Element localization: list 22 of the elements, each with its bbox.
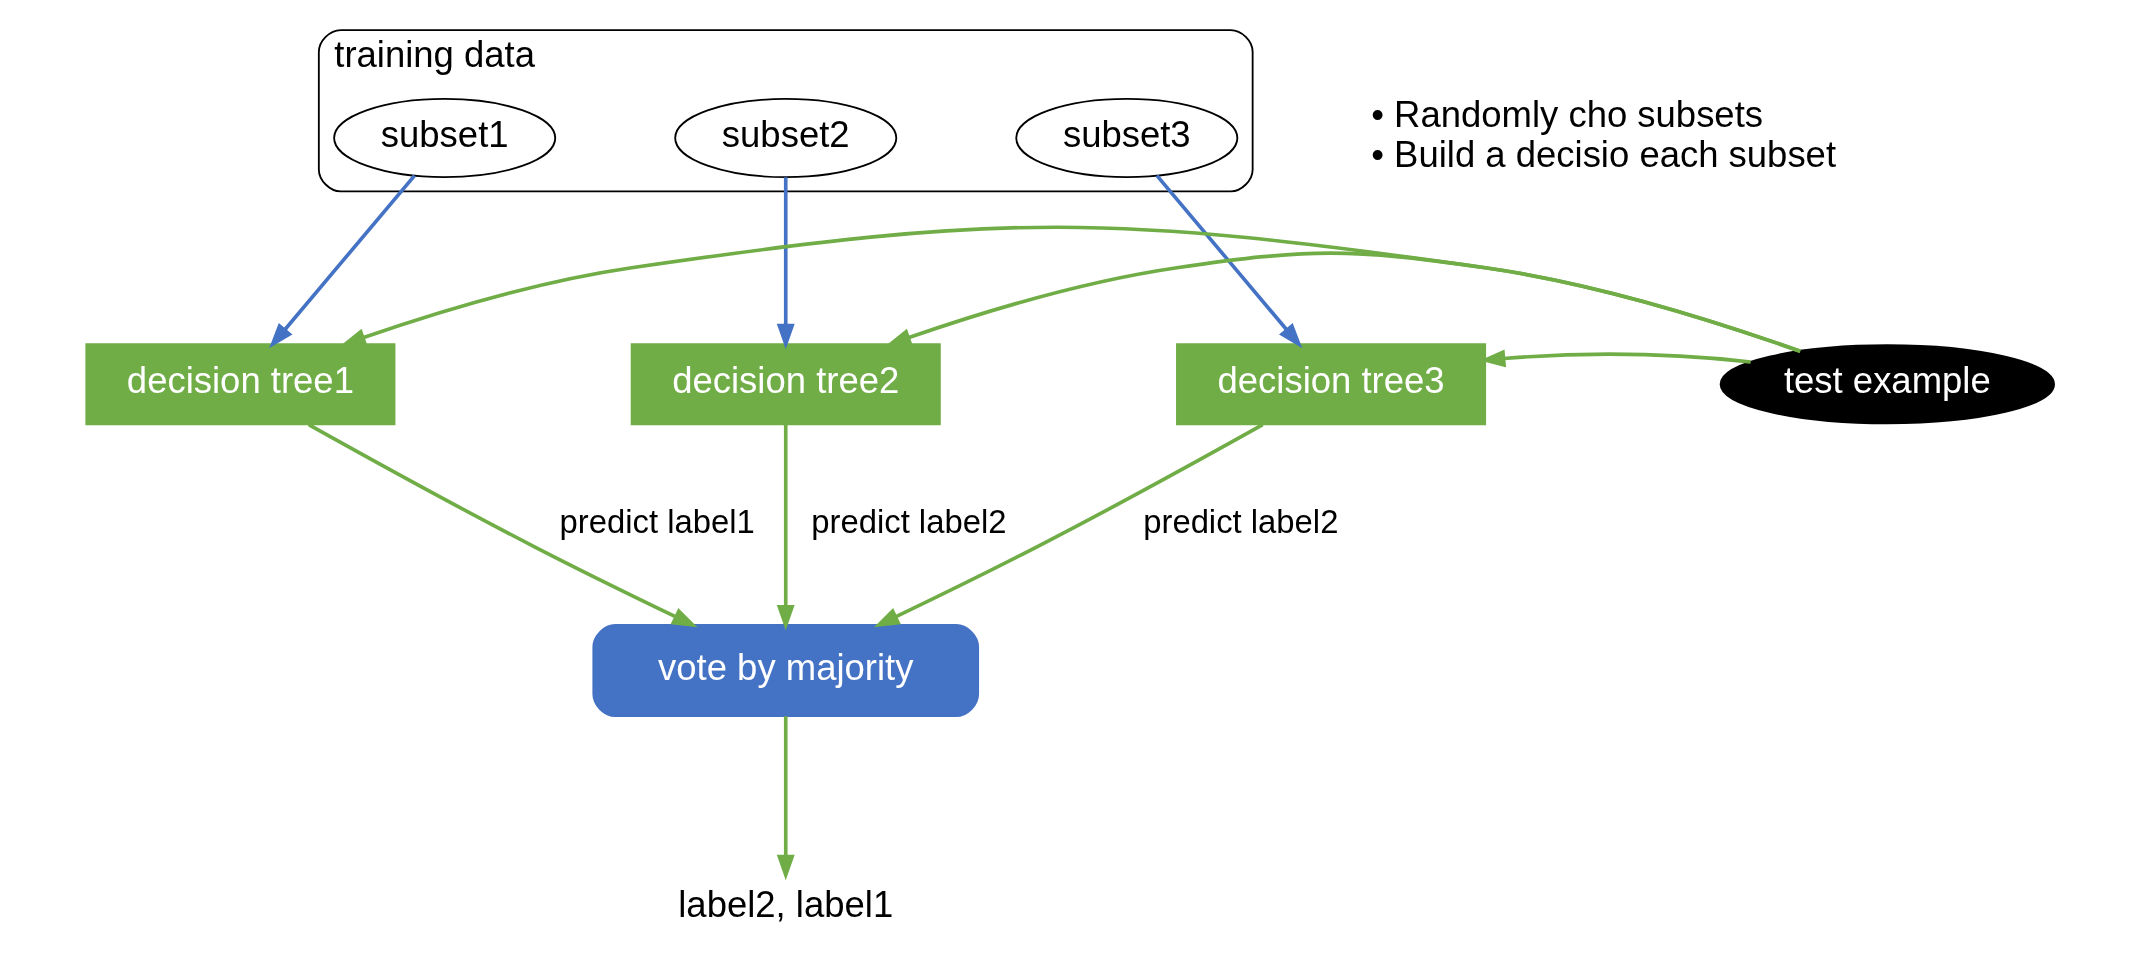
node-ellipse: subset2 [673,98,897,179]
node-box: decision tree2 [630,343,941,426]
node-box: vote by majority [591,624,979,718]
node-ellipse: subset3 [1014,98,1238,179]
arrow [873,423,1264,628]
node-text: label2, label1 [677,883,893,925]
edge-label: predict label1 [559,502,755,540]
label: • Build a decisio each subset [1370,134,1836,176]
edge-label: predict label2 [810,502,1006,540]
node-ellipse: test example [1719,344,2055,425]
arrow [776,716,795,881]
arrow [776,177,795,350]
node-box: decision tree1 [84,343,395,426]
edge-label: predict label2 [1142,502,1338,540]
node-ellipse: subset1 [332,98,556,179]
arrow [885,251,1801,353]
arrow [776,424,795,631]
arrow [268,174,416,349]
node-box: decision tree3 [1175,343,1486,426]
label: • Randomly cho subsets [1370,94,1763,136]
arrow [1155,174,1302,349]
arrow [307,423,698,628]
